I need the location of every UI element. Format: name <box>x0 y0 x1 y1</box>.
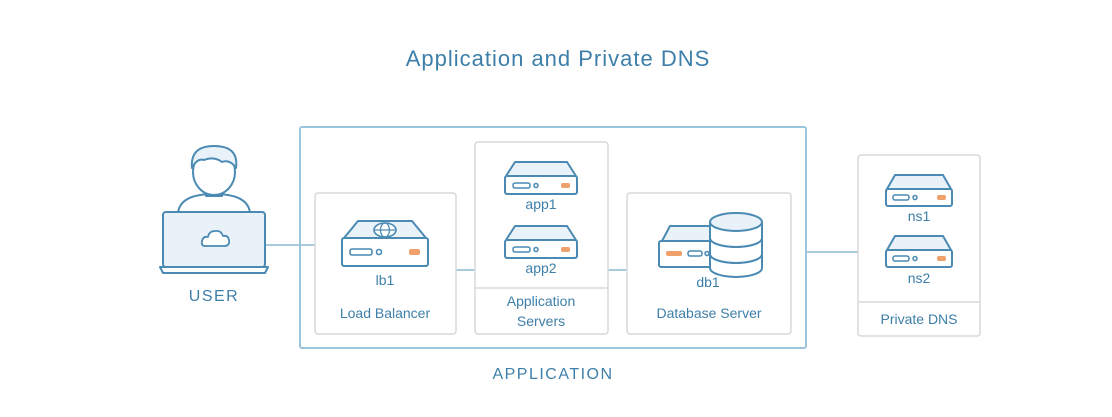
application-container <box>299 126 807 349</box>
lb1-label: lb1 <box>376 272 395 288</box>
application-label: APPLICATION <box>492 366 613 383</box>
connectors <box>264 244 858 271</box>
database-server-icon <box>658 225 723 268</box>
app-servers-caption-line1: Application <box>507 293 576 309</box>
app-servers-caption-line2: Servers <box>517 313 565 329</box>
ns2-label: ns2 <box>908 270 931 286</box>
database-caption: Database Server <box>656 305 761 321</box>
private-dns-caption: Private DNS <box>880 311 957 327</box>
ns2-server-icon <box>885 235 953 268</box>
load-balancer-caption: Load Balancer <box>340 305 431 321</box>
app1-server-icon <box>504 161 578 195</box>
ns1-server-icon <box>885 174 953 207</box>
user-label: USER <box>189 288 239 305</box>
app1-label: app1 <box>525 196 556 212</box>
db1-label: db1 <box>696 274 720 290</box>
ns1-label: ns1 <box>908 208 931 224</box>
user-icon <box>159 145 269 274</box>
diagram-title: Application and Private DNS <box>406 46 711 71</box>
database-cylinder-icon <box>709 212 763 278</box>
app2-label: app2 <box>525 260 556 276</box>
load-balancer-icon <box>341 220 429 267</box>
app2-server-icon <box>504 225 578 259</box>
